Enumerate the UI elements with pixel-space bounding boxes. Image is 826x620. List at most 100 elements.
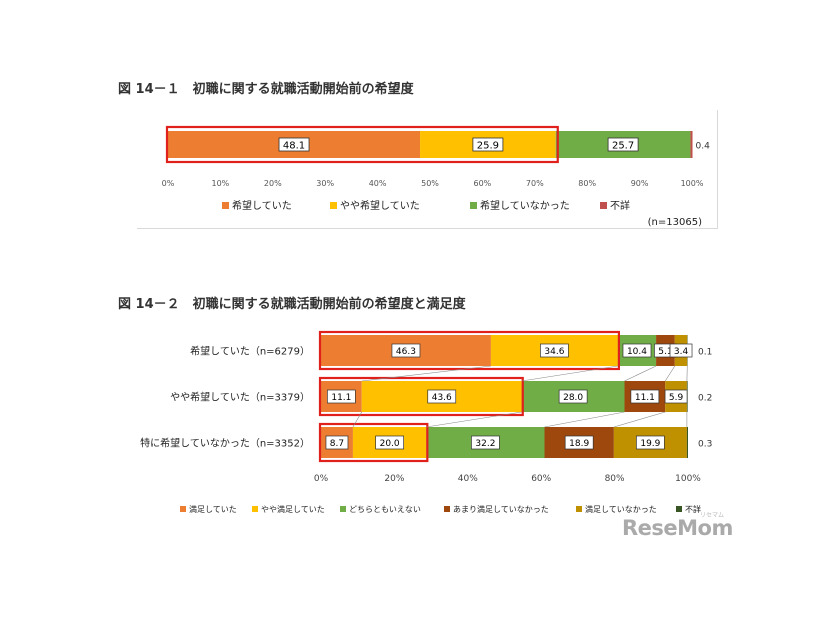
figure1-title: 図 14－１ 初職に関する就職活動開始前の希望度 bbox=[118, 82, 414, 97]
fig2-data-label: 19.9 bbox=[640, 439, 660, 449]
fig1-data-label-box bbox=[607, 137, 639, 152]
fig2-data-label-box bbox=[636, 435, 665, 450]
fig1-data-label: 48.1 bbox=[283, 141, 305, 152]
fig2-connector-line bbox=[426, 411, 522, 428]
fig2-connector-line bbox=[544, 411, 625, 428]
fig1-tick-label: 90% bbox=[631, 179, 649, 188]
fig1-tick-label: 100% bbox=[681, 179, 704, 188]
fig2-connector-line bbox=[624, 365, 657, 382]
fig1-tick-label: 10% bbox=[212, 179, 230, 188]
fig2-legend-swatch bbox=[180, 506, 186, 512]
fig2-data-label-box bbox=[325, 435, 349, 450]
resemom-logo-sub: リセマム bbox=[700, 512, 725, 519]
fig2-data-label: 20.0 bbox=[380, 439, 400, 449]
fig2-bar-r3-s6 bbox=[686, 427, 688, 458]
fig2-category-label: 特に希望していなかった（n=3352） bbox=[140, 437, 310, 450]
fig2-data-label: 46.3 bbox=[396, 347, 416, 357]
fig2-tick-label: 80% bbox=[605, 474, 625, 484]
resemom-logo: ReseMom bbox=[622, 516, 733, 540]
fig2-legend-swatch bbox=[340, 506, 346, 512]
fig1-data-label-box bbox=[278, 137, 310, 152]
fig2-data-label: 0.2 bbox=[698, 394, 712, 404]
fig1-data-label-box bbox=[472, 137, 504, 152]
fig2-data-label: 10.4 bbox=[627, 347, 647, 357]
fig2-legend-swatch bbox=[444, 506, 450, 512]
fig2-data-label: 3.4 bbox=[674, 347, 689, 357]
fig1-n-label: (n=13065) bbox=[648, 217, 702, 228]
fig1-tick-label: 70% bbox=[526, 179, 544, 188]
fig1-legend-label: 希望していなかった bbox=[480, 199, 570, 212]
fig2-legend-swatch bbox=[676, 506, 682, 512]
figure1-panel bbox=[137, 110, 718, 229]
fig1-tick-label: 30% bbox=[316, 179, 334, 188]
fig2-data-label-box bbox=[664, 389, 688, 404]
fig1-tick-label: 20% bbox=[264, 179, 282, 188]
fig1-bar-4 bbox=[690, 131, 693, 158]
fig2-connector-line bbox=[352, 411, 362, 428]
fig2-data-label-box bbox=[540, 343, 569, 358]
fig2-highlight-box bbox=[318, 422, 429, 463]
fig2-data-label: 43.6 bbox=[432, 393, 452, 403]
fig1-legend-label: 希望していた bbox=[232, 199, 292, 212]
fig2-data-label: 11.1 bbox=[635, 393, 655, 403]
fig2-data-label: 11.1 bbox=[331, 393, 351, 403]
fig2-data-label: 5.1 bbox=[658, 347, 672, 357]
fig1-legend-swatch bbox=[222, 202, 229, 209]
fig2-data-label-box bbox=[669, 343, 693, 358]
fig2-legend-label: 不詳 bbox=[685, 504, 701, 514]
fig2-legend-label: 満足していた bbox=[189, 505, 237, 514]
fig1-tick-label: 80% bbox=[578, 179, 596, 188]
fig1-data-label: 0.4 bbox=[696, 142, 711, 152]
fig2-tick-label: 0% bbox=[314, 474, 329, 484]
fig2-tick-label: 60% bbox=[531, 474, 551, 484]
fig2-data-label-box bbox=[622, 343, 652, 358]
fig2-data-label: 34.6 bbox=[544, 347, 564, 357]
fig1-highlight-box bbox=[165, 125, 559, 164]
fig2-highlight-box bbox=[318, 376, 524, 417]
fig2-data-label-box bbox=[391, 343, 421, 358]
fig1-tick-label: 50% bbox=[421, 179, 439, 188]
fig2-connector-line bbox=[613, 411, 666, 428]
fig2-data-label: 18.9 bbox=[569, 439, 589, 449]
fig2-legend-swatch bbox=[576, 506, 582, 512]
fig2-tick-label: 40% bbox=[458, 474, 478, 484]
fig1-legend-swatch bbox=[470, 202, 477, 209]
fig2-connector-line bbox=[521, 365, 618, 382]
fig2-legend-label: 満足していなかった bbox=[585, 505, 657, 514]
fig2-data-label-box bbox=[630, 389, 660, 404]
fig2-tick-label: 20% bbox=[384, 474, 404, 484]
figure2-title: 図 14－２ 初職に関する就職活動開始前の希望度と満足度 bbox=[118, 297, 466, 312]
fig2-category-label: やや希望していた（n=3379） bbox=[170, 391, 310, 404]
fig2-highlight-box bbox=[318, 330, 621, 371]
fig1-legend-label: やや希望していた bbox=[340, 199, 420, 212]
fig2-data-label: 0.3 bbox=[698, 440, 712, 450]
fig2-data-label: 5.9 bbox=[669, 393, 684, 403]
fig1-legend-swatch bbox=[600, 202, 607, 209]
fig2-legend-label: やや満足していた bbox=[261, 505, 325, 514]
fig2-category-label: 希望していた（n=6279） bbox=[190, 345, 310, 358]
fig2-data-label-box bbox=[375, 435, 404, 450]
fig2-legend-label: あまり満足していなかった bbox=[453, 505, 549, 514]
fig2-tick-label: 100% bbox=[675, 474, 701, 484]
fig2-data-label-box bbox=[564, 435, 594, 450]
fig1-data-label: 25.9 bbox=[477, 141, 499, 152]
fig2-data-label-box bbox=[471, 435, 500, 450]
fig2-data-label-box bbox=[558, 389, 588, 404]
fig2-connector-line bbox=[361, 365, 491, 382]
fig2-legend-swatch bbox=[252, 506, 258, 512]
fig2-data-label: 8.7 bbox=[330, 439, 344, 449]
fig1-tick-label: 40% bbox=[369, 179, 387, 188]
fig1-data-label: 25.7 bbox=[612, 141, 634, 152]
fig2-data-label: 0.1 bbox=[698, 348, 712, 358]
fig2-data-label-box bbox=[327, 389, 356, 404]
fig2-data-label: 32.2 bbox=[475, 439, 495, 449]
fig2-data-label: 28.0 bbox=[563, 393, 583, 403]
fig1-tick-label: 0% bbox=[162, 179, 175, 188]
fig1-tick-label: 60% bbox=[474, 179, 492, 188]
fig1-legend-swatch bbox=[330, 202, 337, 209]
fig2-data-label-box bbox=[427, 389, 457, 404]
fig2-connector-line bbox=[664, 365, 676, 382]
fig1-legend-label: 不詳 bbox=[610, 199, 630, 212]
fig2-legend-label: どちらともいえない bbox=[349, 505, 421, 514]
